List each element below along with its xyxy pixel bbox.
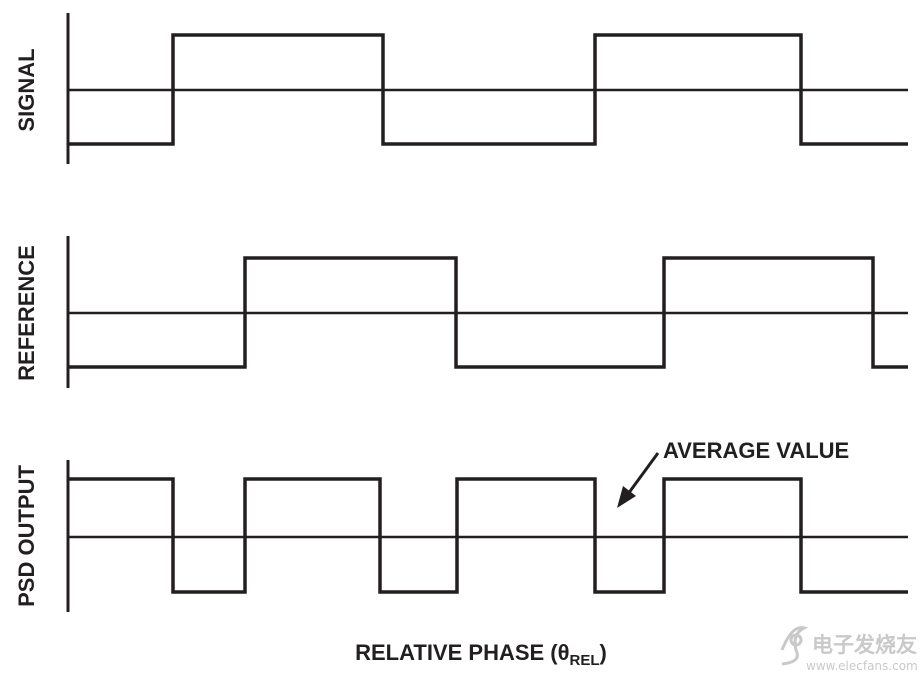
watermark-url-text: www.elecfans.com [806,659,918,673]
x-axis-label-main: RELATIVE PHASE (θ [355,640,569,665]
psd-output-panel [66,460,908,612]
x-axis-label: RELATIVE PHASE (θREL) [355,640,607,669]
x-axis-label-close: ) [600,640,607,665]
annotation-arrow [617,452,660,508]
watermark-logo-icon [780,626,809,666]
watermark: 电子发烧友 www.elecfans.com [780,626,918,673]
signal-panel [66,13,908,164]
reference-axis-label: REFERENCE [14,245,39,381]
psd-waveform [68,477,908,594]
signal-waveform [68,33,908,146]
average-value-annotation: AVERAGE VALUE [663,438,849,463]
reference-waveform [68,256,908,369]
psd-output-axis-label: PSD OUTPUT [14,465,39,607]
reference-panel [66,236,908,388]
x-axis-label-subscript: REL [570,652,600,669]
signal-axis-label: SIGNAL [14,48,39,131]
watermark-cn-text: 电子发烧友 [812,633,917,657]
